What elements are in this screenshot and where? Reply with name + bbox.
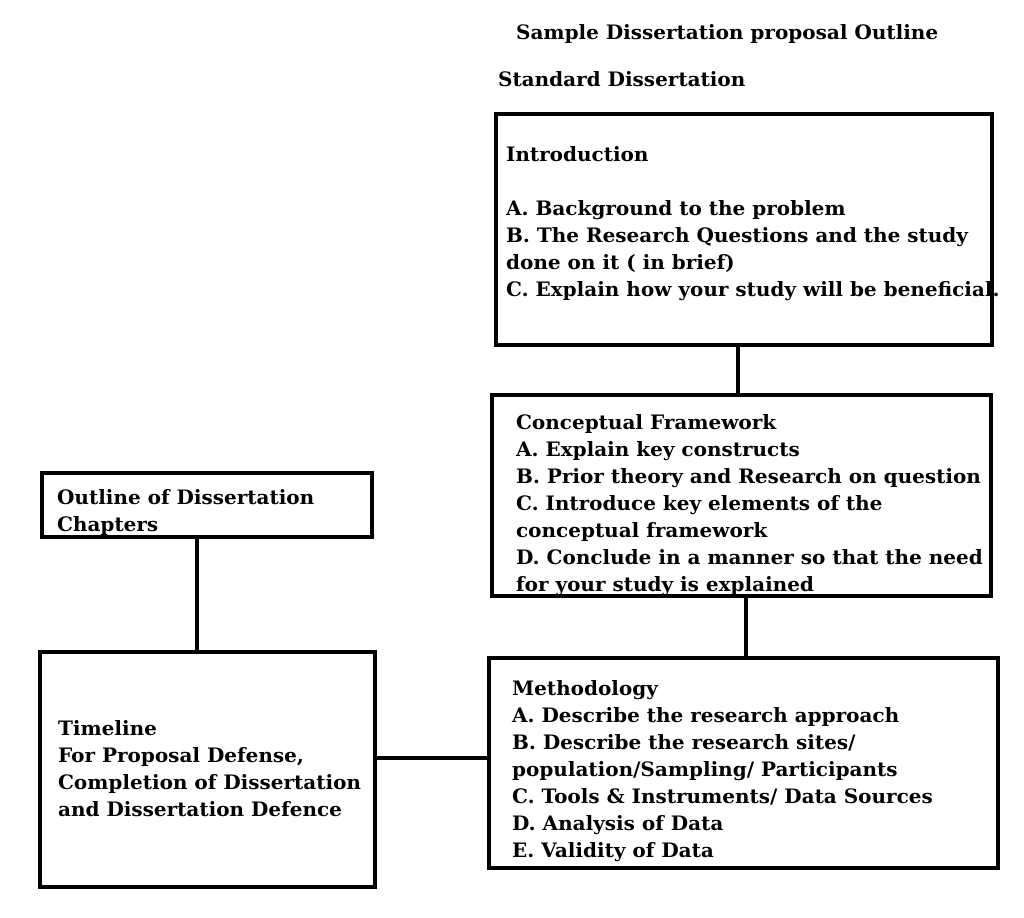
conceptual-framework-heading: Conceptual Framework (516, 410, 777, 434)
outline-line: Chapters (57, 512, 159, 536)
methodology-item: B. Describe the research sites/ (512, 730, 856, 754)
methodology-item: population/Sampling/ Participants (512, 757, 898, 781)
methodology-box: Methodology A. Describe the research app… (487, 656, 1000, 870)
conceptual-framework-item: D. Conclude in a manner so that the need (516, 545, 983, 569)
introduction-box: Introduction A. Background to the proble… (494, 112, 1000, 347)
outline-box: Outline of Dissertation Chapters (40, 471, 374, 539)
connector-intro-to-framework (736, 346, 740, 394)
introduction-item: B. The Research Questions and the study (506, 223, 968, 247)
connector-framework-to-methodology (744, 597, 748, 657)
conceptual-framework-box: Conceptual Framework A. Explain key cons… (490, 393, 993, 598)
timeline-line: and Dissertation Defence (58, 797, 342, 821)
conceptual-framework-item: conceptual framework (516, 518, 768, 542)
introduction-heading: Introduction (506, 142, 649, 166)
timeline-box: Timeline For Proposal Defense, Completio… (38, 650, 377, 889)
conceptual-framework-item: for your study is explained (516, 572, 814, 596)
conceptual-framework-item: C. Introduce key elements of the (516, 491, 883, 515)
methodology-heading: Methodology (512, 676, 658, 700)
methodology-item: A. Describe the research approach (512, 703, 900, 727)
timeline-line: Timeline (58, 716, 157, 740)
introduction-item: done on it ( in brief) (506, 250, 735, 274)
diagram-subtitle: Standard Dissertation (498, 67, 746, 91)
timeline-line: Completion of Dissertation (58, 770, 361, 794)
methodology-item: D. Analysis of Data (512, 811, 724, 835)
connector-outline-to-timeline (195, 538, 199, 652)
conceptual-framework-item: A. Explain key constructs (516, 437, 800, 461)
methodology-item: E. Validity of Data (512, 838, 714, 862)
methodology-item: C. Tools & Instruments/ Data Sources (512, 784, 933, 808)
timeline-line: For Proposal Defense, (58, 743, 304, 767)
introduction-item: A. Background to the problem (506, 196, 846, 220)
diagram-title: Sample Dissertation proposal Outline (516, 20, 939, 44)
conceptual-framework-item: B. Prior theory and Research on question (516, 464, 981, 488)
introduction-item: C. Explain how your study will be benefi… (506, 277, 1000, 301)
connector-timeline-to-methodology (375, 756, 489, 760)
outline-line: Outline of Dissertation (57, 485, 315, 509)
